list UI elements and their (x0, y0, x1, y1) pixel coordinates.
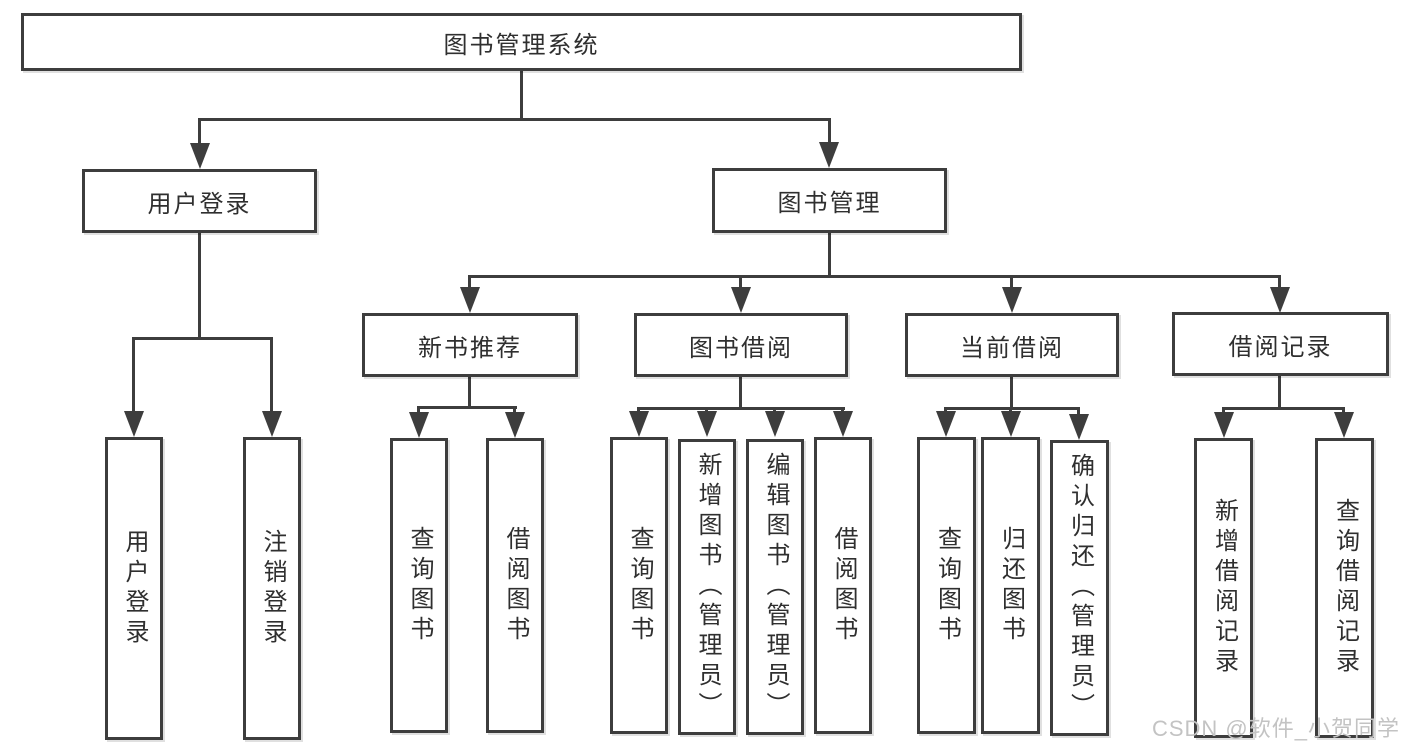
connector-stub (1010, 377, 1013, 409)
leaf-query-books: 查询图书 (610, 437, 668, 734)
node-root-library-system: 图书管理系统 (21, 13, 1022, 71)
connector-stub (1278, 376, 1281, 409)
connector-drop (739, 275, 742, 289)
arrow-down-icon (833, 411, 853, 437)
leaf-add-borrow-record: 新增借阅记录 (1194, 438, 1253, 738)
connector-stub (739, 377, 742, 409)
arrow-down-icon (409, 412, 429, 438)
leaf-query-books: 查询图书 (390, 438, 448, 733)
node-book-borrow: 图书借阅 (634, 313, 848, 377)
arrow-down-icon (1334, 412, 1354, 438)
connector-rail (1222, 407, 1344, 410)
connector-root-rail (198, 118, 831, 121)
arrow-down-icon (1270, 287, 1290, 313)
arrow-down-icon (936, 411, 956, 437)
leaf-query-borrow-record: 查询借阅记录 (1315, 438, 1374, 738)
node-book-management: 图书管理 (712, 168, 947, 233)
connector-book-mgmt-stub (828, 233, 831, 277)
arrow-down-icon (629, 411, 649, 437)
arrow-down-icon (1069, 414, 1089, 440)
arrow-down-icon (190, 143, 210, 169)
node-new-book-recommend: 新书推荐 (362, 313, 578, 377)
node-borrow-records: 借阅记录 (1172, 312, 1389, 376)
connector-book-mgmt-rail (468, 275, 1280, 278)
arrow-down-icon (262, 411, 282, 437)
connector-drop (1010, 275, 1013, 289)
leaf-confirm-return-admin: 确认归还（管理员） (1050, 440, 1109, 736)
arrow-down-icon (1002, 287, 1022, 313)
arrow-down-icon (819, 142, 839, 168)
connector-drop-user-login (198, 118, 201, 145)
leaf-user-login: 用户登录 (105, 437, 163, 740)
connector-rail (417, 406, 517, 409)
leaf-edit-books-admin: 编辑图书（管理员） (746, 439, 804, 735)
node-user-login: 用户登录 (82, 169, 317, 233)
connector-drop (270, 337, 273, 413)
arrow-down-icon (697, 411, 717, 437)
leaf-borrow-books: 借阅图书 (814, 437, 872, 734)
connector-drop (1222, 407, 1225, 416)
leaf-logout: 注销登录 (243, 437, 301, 740)
leaf-query-books: 查询图书 (917, 437, 976, 734)
connector-root-stub (520, 71, 523, 119)
connector-drop (468, 275, 471, 289)
connector-drop-book-mgmt (828, 118, 831, 144)
connector-drop (1278, 275, 1281, 289)
connector-drop (1342, 407, 1345, 416)
arrow-down-icon (765, 411, 785, 437)
arrow-down-icon (460, 287, 480, 313)
arrow-down-icon (1214, 412, 1234, 438)
csdn-watermark: CSDN @软件_小贺同学 (1151, 716, 1400, 741)
connector-drop (132, 337, 135, 413)
node-current-borrow: 当前借阅 (905, 313, 1119, 377)
connector-user-login-rail (132, 337, 272, 340)
connector-rail (637, 407, 845, 410)
connector-drop (1077, 407, 1080, 415)
leaf-borrow-books: 借阅图书 (486, 438, 544, 733)
connector-stub (468, 377, 471, 408)
arrow-down-icon (505, 412, 525, 438)
arrow-down-icon (124, 411, 144, 437)
leaf-add-books-admin: 新增图书（管理员） (678, 439, 736, 735)
leaf-return-books: 归还图书 (981, 437, 1040, 734)
arrow-down-icon (731, 287, 751, 313)
arrow-down-icon (1001, 411, 1021, 437)
connector-user-login-stub (198, 233, 201, 339)
connector-drop (513, 406, 516, 416)
connector-drop (417, 406, 420, 416)
